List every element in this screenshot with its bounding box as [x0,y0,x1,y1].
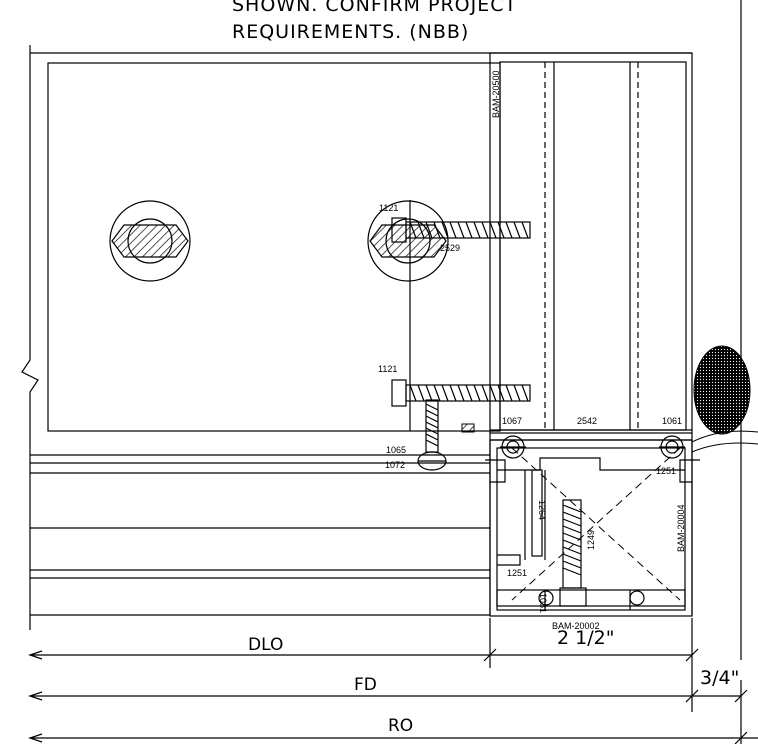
dimension-lines [28,618,758,744]
left-break-line [21,45,39,630]
label-bam-20002: BAM-20002 [552,621,600,631]
label-1249: 1249 [586,530,596,550]
bolt-left [109,200,191,282]
bottom-screw-heads [538,587,645,607]
backer-rod [693,345,751,435]
note-line-1: SHOWN. CONFIRM PROJECT [232,0,517,16]
fastener-angled [417,399,447,471]
spring-anchor [562,499,582,589]
label-2529: 2529 [440,243,460,253]
label-1251-left: 1251 [507,568,527,578]
label-1121-top: 1121 [379,203,398,213]
sealant-lines [691,430,758,453]
label-1264: 1264 [537,500,547,520]
reinforcement-dashes [511,447,681,601]
label-1065: 1065 [386,445,406,455]
dim-2-1-2: 2 1/2" [557,627,614,649]
label-1081: 1081 [538,593,548,613]
label-1072: 1072 [385,460,405,470]
label-bam-20500: BAM-20500 [491,70,501,118]
fastener-bottom [391,379,531,407]
dim-ro: RO [388,716,413,736]
label-bam-20004: BAM-20004 [676,504,686,552]
dim-dlo: DLO [248,635,283,655]
bolt-right [367,200,449,282]
label-1061: 1061 [662,416,682,426]
shim-block [461,423,475,433]
screw-boss-right [659,435,685,459]
screw-boss-left [500,435,526,459]
note-line-2: REQUIREMENTS. (NBB) [232,21,469,43]
dim-fd: FD [354,675,377,695]
dim-3-4: 3/4" [700,667,739,689]
mullion-base [485,439,700,617]
label-1251-right: 1251 [656,466,676,476]
label-1067: 1067 [502,416,522,426]
label-1121-bottom: 1121 [378,364,397,374]
label-2542: 2542 [577,416,597,426]
glass-panel [30,52,692,616]
